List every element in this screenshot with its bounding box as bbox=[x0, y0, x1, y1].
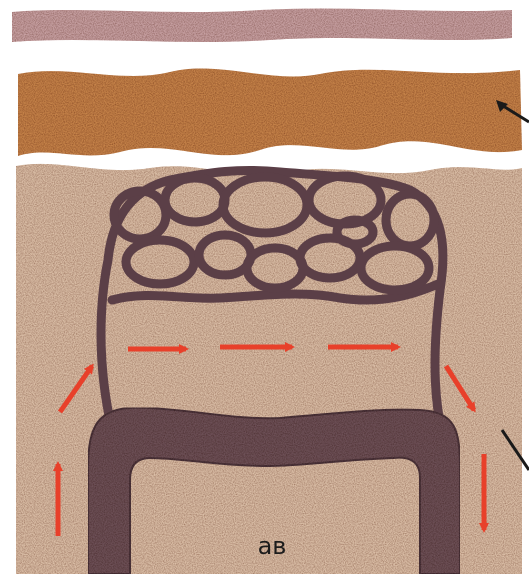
middle-layer bbox=[18, 69, 522, 156]
av-label: ав bbox=[258, 532, 287, 560]
top-layer bbox=[12, 8, 512, 42]
